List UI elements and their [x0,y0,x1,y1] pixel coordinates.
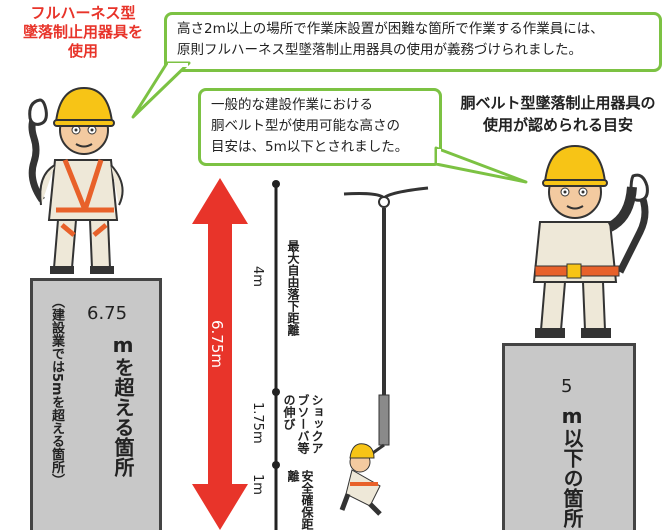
scale-seg3-value: 1m [250,474,265,495]
top-speech-bubble: 高さ2m以上の場所で作業床設置が困難な箇所で作業する作業員には、 原則フルハーネ… [164,12,662,72]
left-pillar-value: 6.75 [87,303,128,324]
scale-seg2-label: ショックアブソーバ等の伸び [282,394,324,464]
left-title-line: 墜落制止用器具を [22,23,143,41]
left-pillar-main: mを超える箇所 [111,333,135,477]
left-pillar-note-text: （建設業では5mを超える箇所） [49,295,64,487]
scale-seg2-label-text: ショックアブソーバ等の伸び [282,394,324,454]
right-pillar-value: 5 [561,376,573,397]
top-bubble-line: 原則フルハーネス型墜落制止用器具の使用が義務づけられました。 [177,42,582,58]
worker-full-harness-illustration [28,86,124,274]
left-pillar-note: （建設業では5mを超える箇所） [47,295,66,487]
fall-distance-scale [272,180,280,530]
height-arrow [192,178,248,530]
mid-bubble-line: 胴ベルト型が使用可能な高さの [211,118,400,134]
left-title-line: フルハーネス型 [30,4,136,22]
right-title-line: 使用が認められる目安 [482,116,633,134]
scale-seg2-value: 1.75m [250,402,265,444]
mid-bubble-line: 目安は、5m以下とされました。 [211,139,409,155]
worker-belt-type-illustration [532,144,649,338]
fall-arrest-illustration [339,186,429,516]
right-title: 胴ベルト型墜落制止用器具の 使用が認められる目安 [450,92,666,136]
right-pillar: 5 m以下の箇所 [502,343,636,530]
height-arrow-label: 6.75m [208,320,232,400]
scale-seg1-label: 最大自由落下距離 [286,240,300,336]
scale-seg3-label: 安全確保距離 [286,470,314,530]
height-arrow-label-text: 6.75m [208,320,226,369]
mid-bubble-line: 一般的な建設作業における [211,97,373,113]
right-pillar-main: m以下の箇所 [560,404,584,528]
top-bubble-tail [131,61,191,119]
middle-bubble-tail [434,146,528,184]
scale-seg1-value: 4m [250,266,265,287]
left-pillar: （建設業では5mを超える箇所） 6.75 mを超える箇所 [30,278,162,530]
left-title-line: 使用 [67,42,98,60]
middle-speech-bubble: 一般的な建設作業における 胴ベルト型が使用可能な高さの 目安は、5m以下とされま… [198,88,442,166]
left-title: フルハーネス型 墜落制止用器具を 使用 [8,4,158,61]
top-bubble-line: 高さ2m以上の場所で作業床設置が困難な箇所で作業する作業員には、 [177,21,604,37]
right-title-line: 胴ベルト型墜落制止用器具の [460,94,656,112]
